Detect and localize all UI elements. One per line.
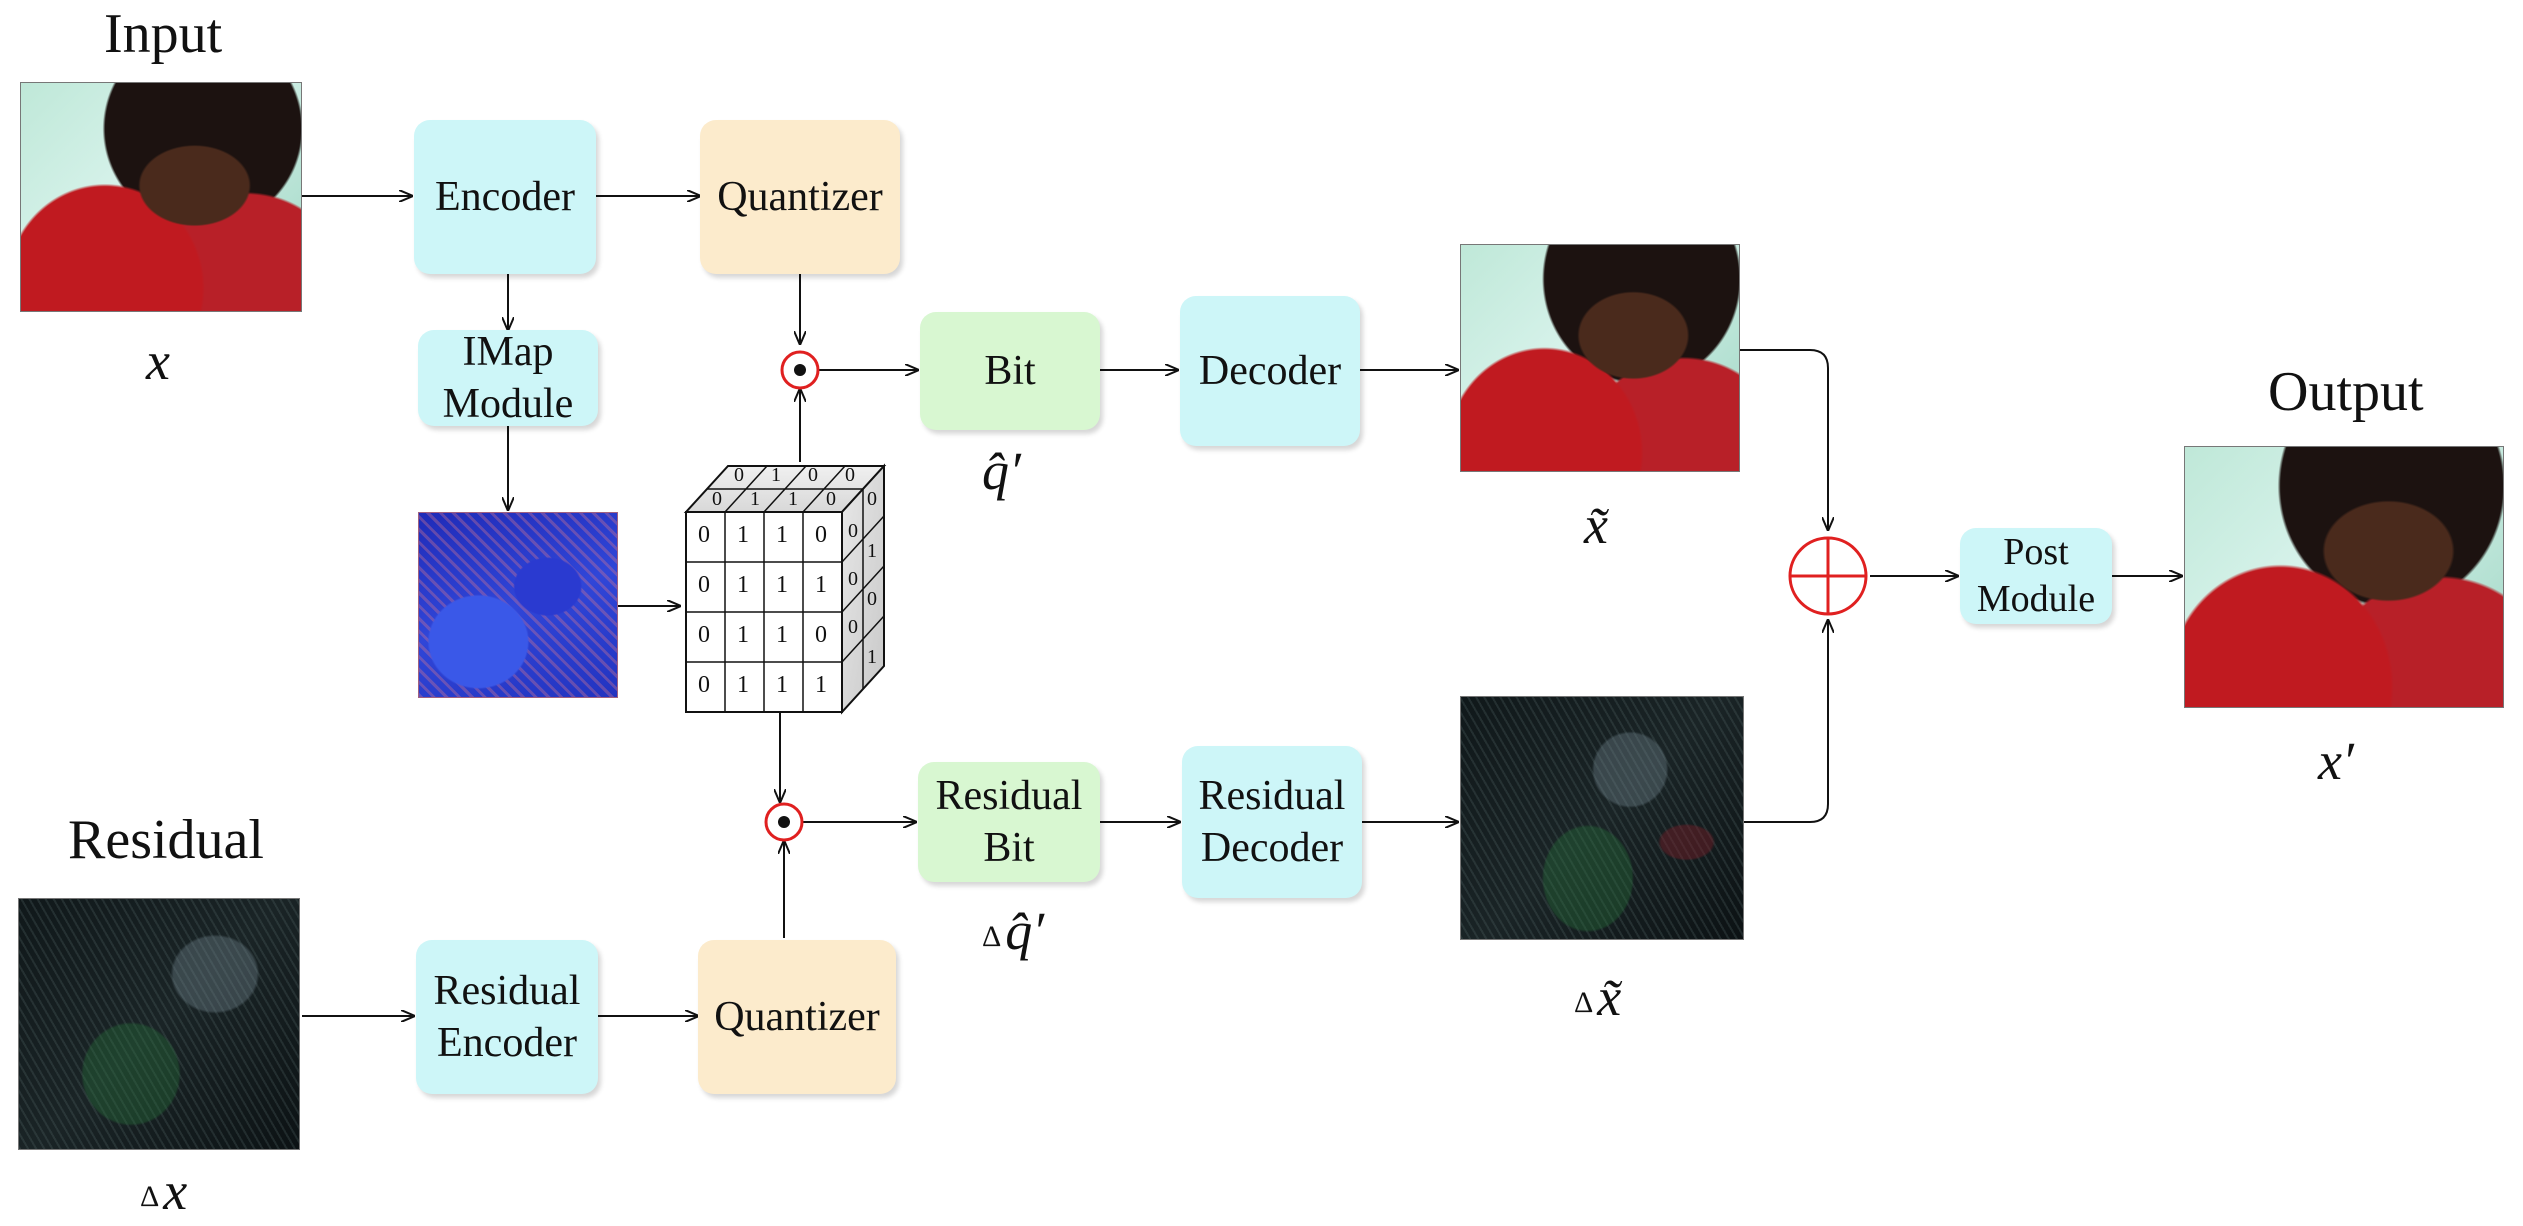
residual-bit-line1: Residual — [935, 772, 1083, 819]
symbol-q-hat: q̂′ — [982, 441, 1021, 501]
symbol-delta-q-hat: Δq̂′ — [982, 900, 1044, 962]
cube-side-6: 1 — [867, 646, 877, 668]
cube-front-3-3: 1 — [815, 672, 827, 698]
decoder-box: Decoder — [1180, 296, 1360, 446]
cube-side-4: 0 — [867, 588, 877, 610]
imap-module-box: IMap Module — [418, 329, 598, 427]
cube-front-0-0: 0 — [698, 522, 710, 548]
cube-front-1-3: 1 — [815, 572, 827, 598]
residual-reconstructed-image — [1460, 696, 1744, 940]
residual-bit-line2: Bit — [983, 825, 1035, 871]
delta-x-recon-var: x̃ — [1597, 967, 1622, 1027]
residual-encoder-box: Residual Encoder — [416, 940, 598, 1094]
symbol-x-out: x′ — [2318, 731, 2354, 791]
cube-side-2: 1 — [867, 540, 877, 562]
residual-encoder-line2: Encoder — [437, 1020, 577, 1066]
cube-top-back-1: 1 — [771, 464, 781, 486]
importance-map-image — [418, 512, 618, 698]
cube-top-back-0: 0 — [734, 464, 744, 486]
residual-decoder-line2: Decoder — [1200, 825, 1344, 871]
imap-label-line2: Module — [442, 381, 574, 427]
cube-front-2-0: 0 — [698, 622, 710, 648]
cube-top-front-3: 0 — [826, 488, 836, 510]
cube-top-back-3: 0 — [845, 464, 855, 486]
binary-mask-cube — [683, 463, 887, 715]
delta-glyph: Δ — [140, 1179, 160, 1213]
cube-side-0: 0 — [867, 488, 877, 510]
cube-front-3-2: 1 — [776, 672, 788, 698]
encoder-box: Encoder — [414, 120, 596, 274]
input-title: Input — [104, 3, 223, 65]
delta-x-var: x — [163, 1161, 188, 1221]
symbol-x-recon: x̃ — [1584, 495, 1608, 555]
cube-front-0-1: 1 — [737, 522, 749, 548]
cube-top-front-1: 1 — [750, 488, 760, 510]
cube-top-front-2: 1 — [788, 488, 798, 510]
cube-side-3: 0 — [848, 568, 858, 590]
residual-title: Residual — [68, 809, 264, 871]
cube-front-2-3: 0 — [815, 622, 827, 648]
delta-glyph-recon: Δ — [1574, 985, 1594, 1019]
cube-side-1: 0 — [848, 520, 858, 542]
path-recon-to-sum — [1740, 349, 1828, 530]
cube-front-0-3: 0 — [815, 522, 827, 548]
delta-glyph-q: Δ — [982, 919, 1002, 953]
cube-side-5: 0 — [848, 616, 858, 638]
quantizer-bottom-box: Quantizer — [698, 940, 896, 1094]
bit-box: Bit — [920, 312, 1100, 430]
cube-top-back-2: 0 — [808, 464, 818, 486]
cube-front-2-1: 1 — [737, 622, 749, 648]
output-title: Output — [2268, 361, 2424, 423]
path-residual-to-sum — [1744, 620, 1828, 823]
symbol-delta-x-recon: Δx̃ — [1574, 966, 1621, 1028]
input-image — [20, 82, 302, 312]
cube-front-3-1: 1 — [737, 672, 749, 698]
cube-front-0-2: 1 — [776, 522, 788, 548]
cube-front-1-0: 0 — [698, 572, 710, 598]
post-label-line1: Post — [2003, 530, 2069, 573]
reconstructed-image — [1460, 244, 1740, 472]
post-module-box: Post Module — [1960, 528, 2112, 624]
residual-decoder-line1: Residual — [1198, 772, 1346, 819]
post-label-line2: Module — [1976, 578, 2096, 620]
residual-bit-box: Residual Bit — [918, 762, 1100, 882]
imap-label-line1: IMap — [462, 328, 554, 375]
symbol-delta-x: Δx — [140, 1160, 187, 1222]
cube-top-front-0: 0 — [712, 488, 722, 510]
cube-front-1-1: 1 — [737, 572, 749, 598]
symbol-x: x — [146, 331, 170, 391]
cube-front-3-0: 0 — [698, 672, 710, 698]
sum-operator — [1788, 536, 1868, 616]
residual-input-image — [18, 898, 300, 1150]
quantizer-top-box: Quantizer — [700, 120, 900, 274]
output-image — [2184, 446, 2504, 708]
residual-encoder-line1: Residual — [433, 967, 581, 1014]
cube-front-1-2: 1 — [776, 572, 788, 598]
cube-front-2-2: 1 — [776, 622, 788, 648]
residual-decoder-box: Residual Decoder — [1182, 746, 1362, 898]
delta-q-hat-var: q̂′ — [1005, 901, 1045, 961]
